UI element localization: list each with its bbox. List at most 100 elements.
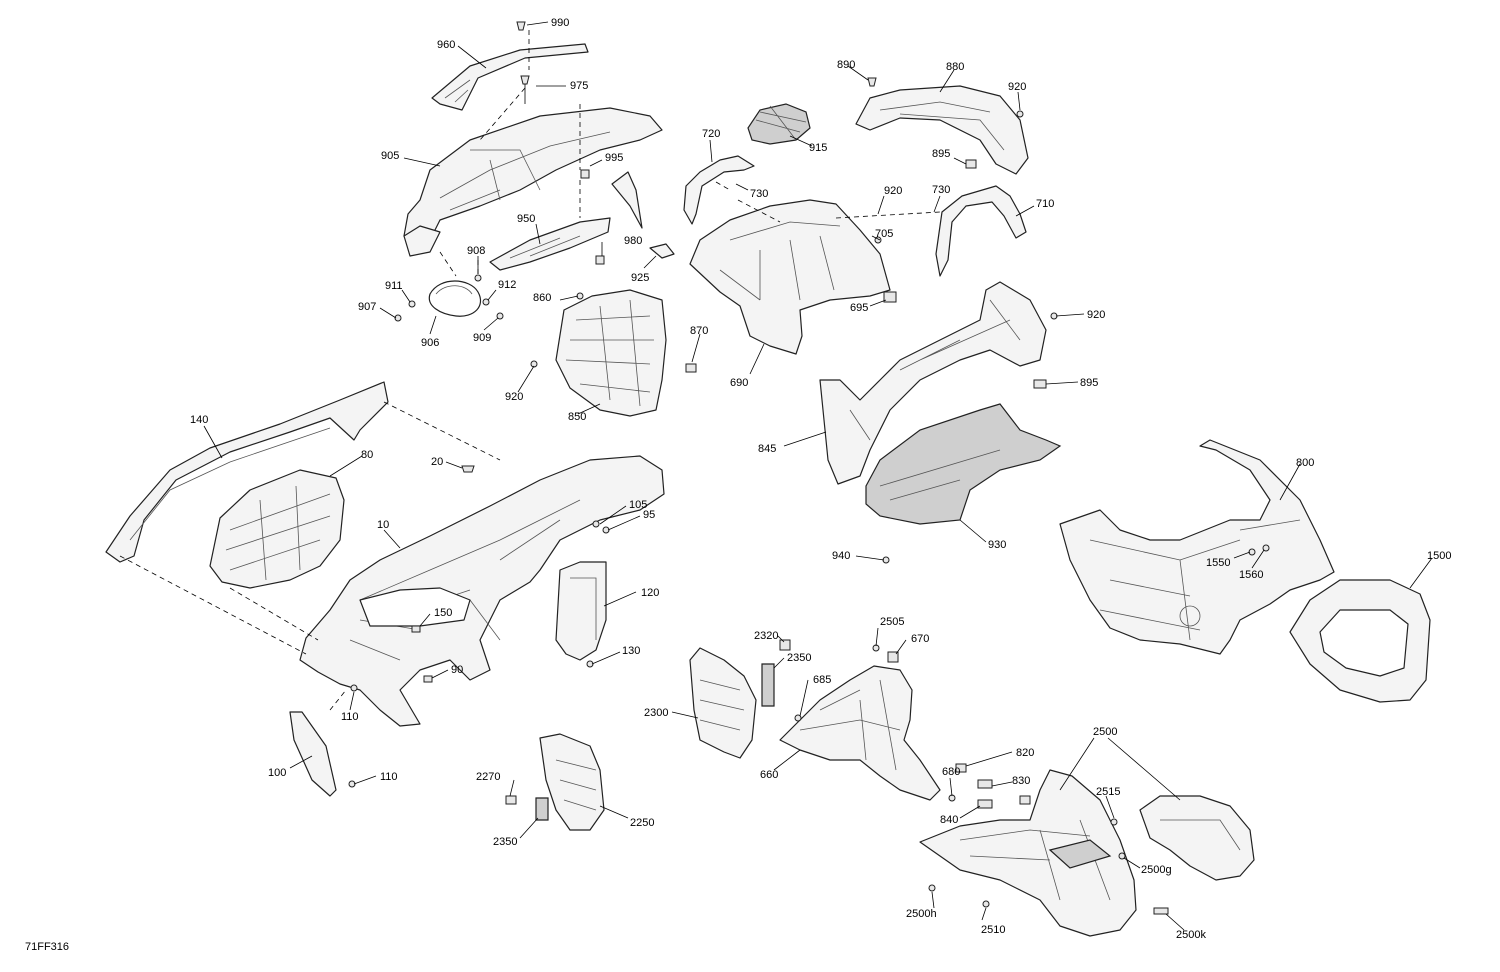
callout-870: 870 [690, 325, 708, 337]
callout-2350a: 2350 [787, 652, 811, 664]
callout-2300: 2300 [644, 707, 668, 719]
hardware-908-911-912-907-909 [394, 274, 504, 322]
part-2350-filter [761, 663, 775, 707]
callout-960: 960 [437, 39, 455, 51]
callout-120: 120 [641, 587, 659, 599]
part-930-insulation [865, 403, 1062, 525]
part-80-vents [209, 469, 345, 589]
callout-909: 909 [473, 332, 491, 344]
callout-2500: 2500 [1093, 726, 1117, 738]
callout-830: 830 [1012, 775, 1030, 787]
callout-130: 130 [622, 645, 640, 657]
part-845-support [819, 281, 1047, 485]
callout-2505: 2505 [880, 616, 904, 628]
callout-911: 911 [385, 280, 403, 292]
part-2350-filter-b [535, 797, 549, 821]
callout-895a: 895 [932, 148, 950, 160]
hardware-2500-group [928, 763, 1169, 915]
part-720-trim [683, 155, 755, 225]
callout-880: 880 [946, 61, 964, 73]
callout-890: 890 [837, 59, 855, 71]
part-690-housing [689, 199, 891, 355]
callout-2500k: 2500k [1176, 929, 1206, 941]
part-960-bracket [431, 43, 589, 111]
callout-925: 925 [631, 272, 649, 284]
callout-912: 912 [498, 279, 516, 291]
callout-2515: 2515 [1096, 786, 1120, 798]
callout-labels: 990 960 975 905 995 950 908 980 925 911 … [190, 17, 1451, 941]
callout-907: 907 [358, 301, 376, 313]
callout-105: 105 [629, 499, 647, 511]
callout-905: 905 [381, 150, 399, 162]
part-2300-duct [689, 647, 757, 759]
callout-908: 908 [467, 245, 485, 257]
callout-720: 720 [702, 128, 720, 140]
part-950-duct [489, 217, 611, 271]
callout-906: 906 [421, 337, 439, 349]
part-120-bracket [555, 561, 607, 661]
callout-800: 800 [1296, 457, 1314, 469]
part-850-duct [555, 289, 667, 417]
callout-895b: 895 [1080, 377, 1098, 389]
callout-920d: 920 [1087, 309, 1105, 321]
part-2500-lid [1139, 795, 1255, 881]
part-1500-bezel [1289, 579, 1431, 703]
callout-690: 690 [730, 377, 748, 389]
part-915-grille [747, 103, 811, 145]
callout-940: 940 [832, 550, 850, 562]
part-2320-clip [779, 639, 791, 651]
callout-920c: 920 [505, 391, 523, 403]
part-100-panel [289, 711, 337, 797]
callout-2270: 2270 [476, 771, 500, 783]
callout-710: 710 [1036, 198, 1054, 210]
callout-995: 995 [605, 152, 623, 164]
part-890-895-920-hardware [867, 77, 1024, 169]
callout-850: 850 [568, 411, 586, 423]
part-660-bracket [779, 665, 941, 801]
part-800-lower-dash [1059, 439, 1335, 655]
callout-950: 950 [517, 213, 535, 225]
part-995-clip [580, 169, 590, 179]
callout-140: 140 [190, 414, 208, 426]
callout-820: 820 [1016, 747, 1034, 759]
callout-2510: 2510 [981, 924, 1005, 936]
callout-930: 930 [988, 539, 1006, 551]
callout-2250: 2250 [630, 817, 654, 829]
callout-20: 20 [431, 456, 443, 468]
callout-975: 975 [570, 80, 588, 92]
callout-670: 670 [911, 633, 929, 645]
hardware-left-group [348, 520, 610, 788]
callout-980: 980 [624, 235, 642, 247]
part-925-bracket [649, 243, 675, 259]
callout-150: 150 [434, 607, 452, 619]
part-880-panel [855, 85, 1029, 175]
part-990-screw [516, 21, 526, 31]
callout-705: 705 [875, 228, 893, 240]
callout-1550: 1550 [1206, 557, 1230, 569]
part-705-695-clips [874, 236, 897, 303]
callout-680: 680 [942, 766, 960, 778]
callout-2350b: 2350 [493, 836, 517, 848]
part-2270-clip [505, 795, 517, 805]
diagram-id: 71FF316 [25, 941, 69, 953]
part-10-dash-frame [299, 455, 665, 727]
callout-100: 100 [268, 767, 286, 779]
part-710-trim [935, 185, 1027, 277]
callout-2500h: 2500h [906, 908, 937, 920]
callout-730b: 730 [932, 184, 950, 196]
callout-860: 860 [533, 292, 551, 304]
callout-2320: 2320 [754, 630, 778, 642]
callout-95: 95 [643, 509, 655, 521]
part-clip-trim [611, 171, 643, 229]
callout-1560: 1560 [1239, 569, 1263, 581]
callout-695: 695 [850, 302, 868, 314]
part-2250-duct [539, 733, 605, 831]
leader-lines [203, 21, 1433, 931]
callout-110b: 110 [380, 771, 398, 783]
callout-10: 10 [377, 519, 389, 531]
hardware-1550-1560 [1248, 544, 1270, 556]
callout-915: 915 [809, 142, 827, 154]
callout-80: 80 [361, 449, 373, 461]
callout-990: 990 [551, 17, 569, 29]
callout-920a: 920 [884, 185, 902, 197]
